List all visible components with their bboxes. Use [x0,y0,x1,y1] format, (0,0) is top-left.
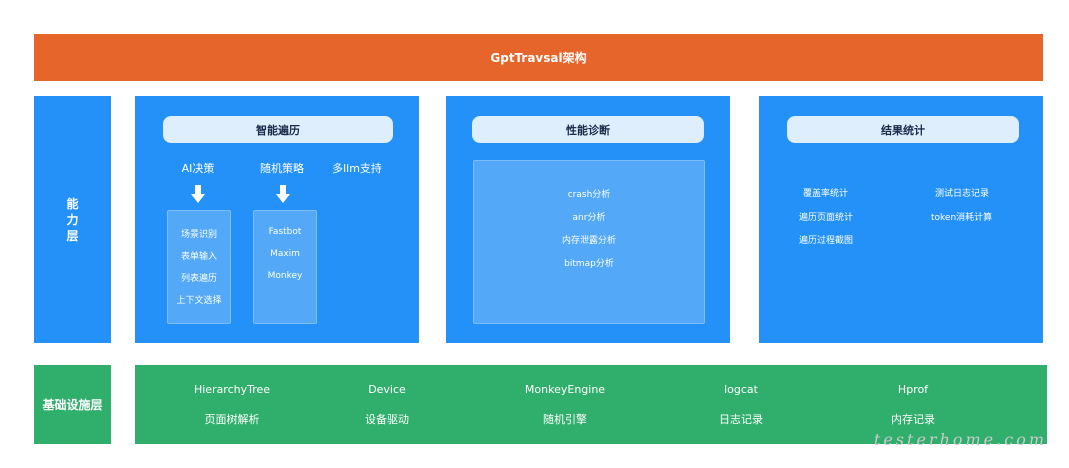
traversal-title-pill: 智能遍历 [163,116,393,143]
infra-item-cn: 页面树解析 [204,413,260,426]
stats-item: 遍历过程截图 [799,236,854,246]
perf-title-pill: 性能诊断 [472,116,704,143]
stats-title-pill: 结果统计 [787,116,1019,143]
arrow-down-icon [276,185,290,203]
perf-panel: 性能诊断 crash分析 anr分析 内存泄露分析 bitmap分析 [446,96,730,343]
infra-item-en: Hprof [897,383,929,396]
infra-item-cn: 内存记录 [891,413,935,426]
stats-item: 测试日志记录 [935,189,990,199]
traversal-panel: 智能遍历 AI决策 随机策略 多llm支持 场景识别 表单输入 列表遍历 上下文… [135,96,419,343]
stats-item: 遍历页面统计 [799,213,854,223]
stats-item: token消耗计算 [931,213,993,223]
infra-item-cn: 日志记录 [719,413,763,426]
perf-item: anr分析 [572,213,606,223]
architecture-title: GptTravsal架构 [490,51,587,65]
infra-item-cn: 随机引擎 [543,413,587,426]
multi-llm-heading: 多llm支持 [332,162,382,175]
ai-item: 场景识别 [180,230,217,240]
random-item: Maxim [270,249,300,259]
infra-layer-label: 基础设施层 [42,398,103,412]
infra-item-en: HierarchyTree [193,383,271,396]
architecture-title-bar: GptTravsal架构 [34,34,1043,81]
infra-item-en: Device [368,383,406,396]
random-item: Fastbot [268,227,302,237]
ai-item: 列表遍历 [180,274,217,284]
infra-item-en: logcat [724,383,758,396]
stats-item: 覆盖率统计 [803,189,849,199]
traversal-title: 智能遍历 [256,123,300,137]
stats-title: 结果统计 [881,123,925,137]
perf-item: crash分析 [567,190,611,200]
perf-items-box: crash分析 anr分析 内存泄露分析 bitmap分析 [473,160,705,324]
ai-decision-heading: AI决策 [181,162,215,175]
infra-layer-label-box: 基础设施层 [34,365,111,444]
arrow-down-icon [191,185,205,203]
ai-item: 上下文选择 [176,296,222,306]
random-item: Monkey [267,271,303,281]
ai-item: 表单输入 [180,252,217,262]
random-strategy-box: Fastbot Maxim Monkey [253,210,317,324]
capability-layer-label-box: 能力层 [34,96,111,343]
infra-panel: HierarchyTree 页面树解析 Device 设备驱动 MonkeyEn… [135,365,1047,444]
stats-panel: 结果统计 覆盖率统计 遍历页面统计 遍历过程截图 测试日志记录 token消耗计… [759,96,1043,343]
perf-item: bitmap分析 [564,259,614,269]
perf-title: 性能诊断 [566,123,610,137]
capability-layer-label: 能力层 [66,196,79,243]
ai-decision-box: 场景识别 表单输入 列表遍历 上下文选择 [167,210,231,324]
perf-item: 内存泄露分析 [561,236,616,246]
random-strategy-heading: 随机策略 [260,162,304,175]
watermark: testerhome.com [873,430,1047,449]
infra-item-en: MonkeyEngine [524,383,606,396]
infra-item-cn: 设备驱动 [365,413,409,426]
